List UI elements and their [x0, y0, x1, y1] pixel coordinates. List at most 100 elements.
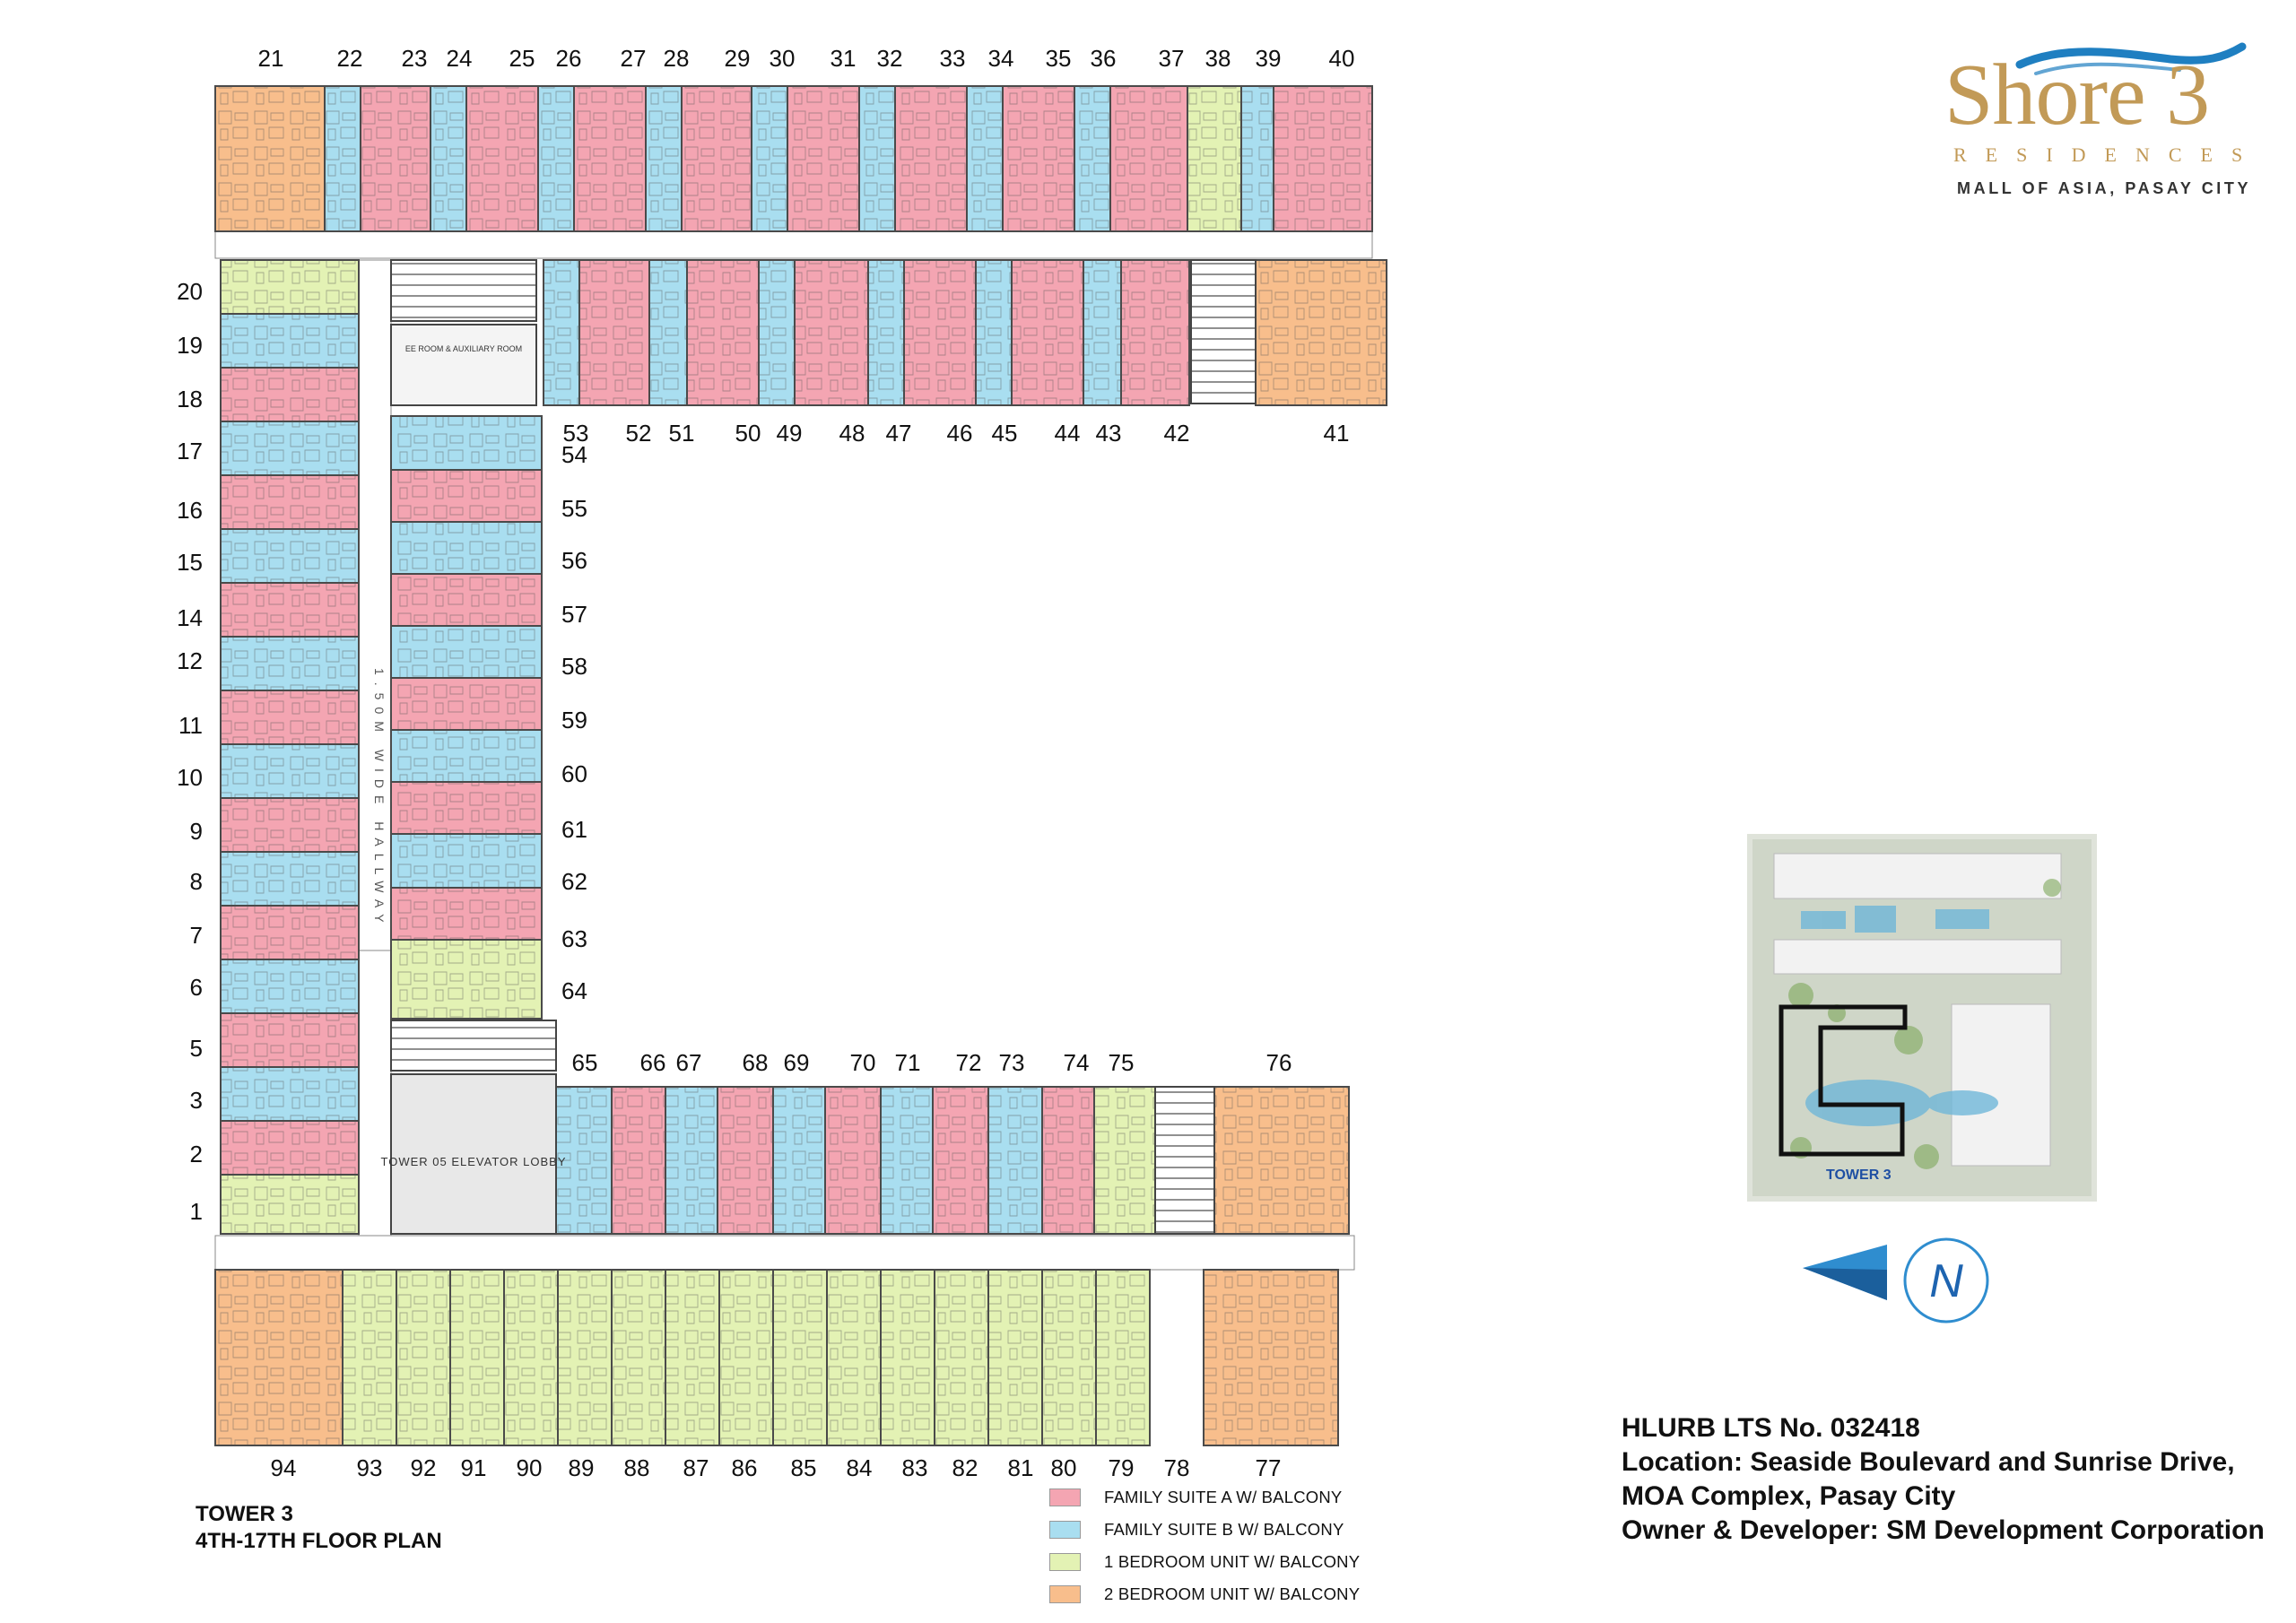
unit-number-label: 23	[402, 45, 428, 72]
unit-interior-detail	[391, 940, 542, 1019]
unit-number-label: 28	[664, 45, 690, 72]
unit-number-label: 81	[1008, 1454, 1034, 1481]
unit-number-label: 65	[572, 1049, 598, 1076]
unit-interior-detail	[988, 1087, 1042, 1234]
unit-interior-detail	[719, 1270, 773, 1445]
unit-number-label: 73	[999, 1049, 1025, 1076]
north-label: N	[1929, 1255, 1963, 1307]
unit-interior-detail	[221, 852, 359, 906]
unit-number-label: 1	[190, 1198, 203, 1225]
unit-number-label: 77	[1256, 1454, 1282, 1481]
legend-swatch-family-b	[1049, 1521, 1081, 1539]
unit-interior-detail	[1110, 86, 1187, 231]
unit-interior-detail	[215, 1270, 343, 1445]
unit-number-label: 78	[1164, 1454, 1190, 1481]
unit-number-label: 90	[517, 1454, 543, 1481]
unit-interior-detail	[221, 1067, 359, 1121]
legend-swatch-family-a	[1049, 1488, 1081, 1506]
legend-swatch-one-bedroom	[1049, 1553, 1081, 1571]
unit-interior-detail	[361, 86, 430, 231]
stair-core-top	[390, 259, 537, 322]
unit-interior-detail	[1096, 1270, 1150, 1445]
unit-number-label: 22	[337, 45, 363, 72]
unit-number-label: 64	[561, 977, 587, 1004]
legend-item: FAMILY SUITE B W/ BALCONY	[1049, 1514, 1360, 1546]
plan-title-line1: TOWER 3	[196, 1502, 293, 1526]
unit-interior-detail	[538, 86, 574, 231]
unit-interior-detail	[466, 86, 538, 231]
unit-interior-detail	[558, 1270, 612, 1445]
unit-interior-detail	[221, 637, 359, 690]
unit-interior-detail	[391, 416, 542, 470]
location-line1: Location: Seaside Boulevard and Sunrise …	[1622, 1447, 2235, 1477]
project-info: HLURB LTS No. 032418 Location: Seaside B…	[1622, 1411, 2265, 1548]
unit-interior-detail	[221, 1175, 359, 1234]
unit-number-label: 17	[177, 438, 203, 464]
unit-number-label: 30	[770, 45, 796, 72]
unit-interior-detail	[1121, 260, 1189, 405]
unit-interior-detail	[556, 1087, 612, 1234]
unit-number-label: 35	[1046, 45, 1072, 72]
unit-number-label: 56	[561, 547, 587, 574]
unit-interior-detail	[976, 260, 1012, 405]
unit-interior-detail	[1042, 1270, 1096, 1445]
unit-number-label: 74	[1064, 1049, 1090, 1076]
unit-number-label: 63	[561, 925, 587, 952]
unit-interior-detail	[396, 1270, 450, 1445]
unit-number-label: 48	[839, 420, 865, 447]
unit-interior-detail	[391, 782, 542, 834]
unit-number-label: 49	[777, 420, 803, 447]
unit-interior-detail	[221, 798, 359, 852]
unit-number-label: 55	[561, 495, 587, 522]
unit-number-label: 37	[1159, 45, 1185, 72]
unit-interior-detail	[391, 730, 542, 782]
key-map-image: TOWER 3	[1747, 834, 2097, 1202]
north-arrow-icon: N	[1803, 1237, 1989, 1324]
unit-number-label: 80	[1051, 1454, 1077, 1481]
unit-number-label: 41	[1324, 420, 1350, 447]
unit-number-label: 76	[1266, 1049, 1292, 1076]
unit-number-label: 60	[561, 760, 587, 787]
unit-number-label: 44	[1055, 420, 1081, 447]
unit-interior-detail	[787, 86, 859, 231]
unit-number-label: 92	[411, 1454, 437, 1481]
unit-interior-detail	[221, 1013, 359, 1067]
unit-interior-detail	[773, 1270, 827, 1445]
unit-number-label: 67	[676, 1049, 702, 1076]
unit-number-label: 52	[626, 420, 652, 447]
unit-interior-detail	[391, 574, 542, 626]
legend-item: 2 BEDROOM UNIT W/ BALCONY	[1049, 1578, 1360, 1610]
core-areas	[390, 259, 1257, 1235]
location-line2: MOA Complex, Pasay City	[1622, 1481, 1956, 1511]
unit-number-label: 75	[1109, 1049, 1135, 1076]
elevator-lobby	[390, 1073, 557, 1235]
unit-number-label: 9	[190, 818, 203, 845]
unit-interior-detail	[221, 1121, 359, 1175]
unit-number-label: 34	[988, 45, 1014, 72]
unit-number-label: 6	[190, 974, 203, 1001]
unit-interior-detail	[1214, 1087, 1349, 1234]
unit-number-label: 15	[177, 549, 203, 576]
unit-interior-detail	[988, 1270, 1042, 1445]
stair-core-east	[1190, 259, 1257, 404]
unit-interior-detail	[391, 678, 542, 730]
unit-number-label: 39	[1256, 45, 1282, 72]
unit-interior-detail	[646, 86, 682, 231]
unit-number-label: 27	[621, 45, 647, 72]
unit-interior-detail	[612, 1087, 665, 1234]
unit-interior-detail	[682, 86, 752, 231]
unit-interior-detail	[895, 86, 967, 231]
developer: Owner & Developer: SM Development Corpor…	[1622, 1515, 2265, 1545]
unit-number-label: 8	[190, 868, 203, 895]
unit-number-label: 86	[732, 1454, 758, 1481]
unit-interior-detail	[221, 744, 359, 798]
unit-number-label: 79	[1109, 1454, 1135, 1481]
unit-number-label: 53	[563, 420, 589, 447]
unit-interior-detail	[343, 1270, 396, 1445]
unit-number-label: 14	[177, 604, 203, 631]
ee-room-label: EE ROOM & AUXILIARY ROOM	[405, 344, 522, 353]
unit-interior-detail	[687, 260, 759, 405]
unit-number-label: 10	[177, 764, 203, 791]
unit-interior-detail	[795, 260, 868, 405]
